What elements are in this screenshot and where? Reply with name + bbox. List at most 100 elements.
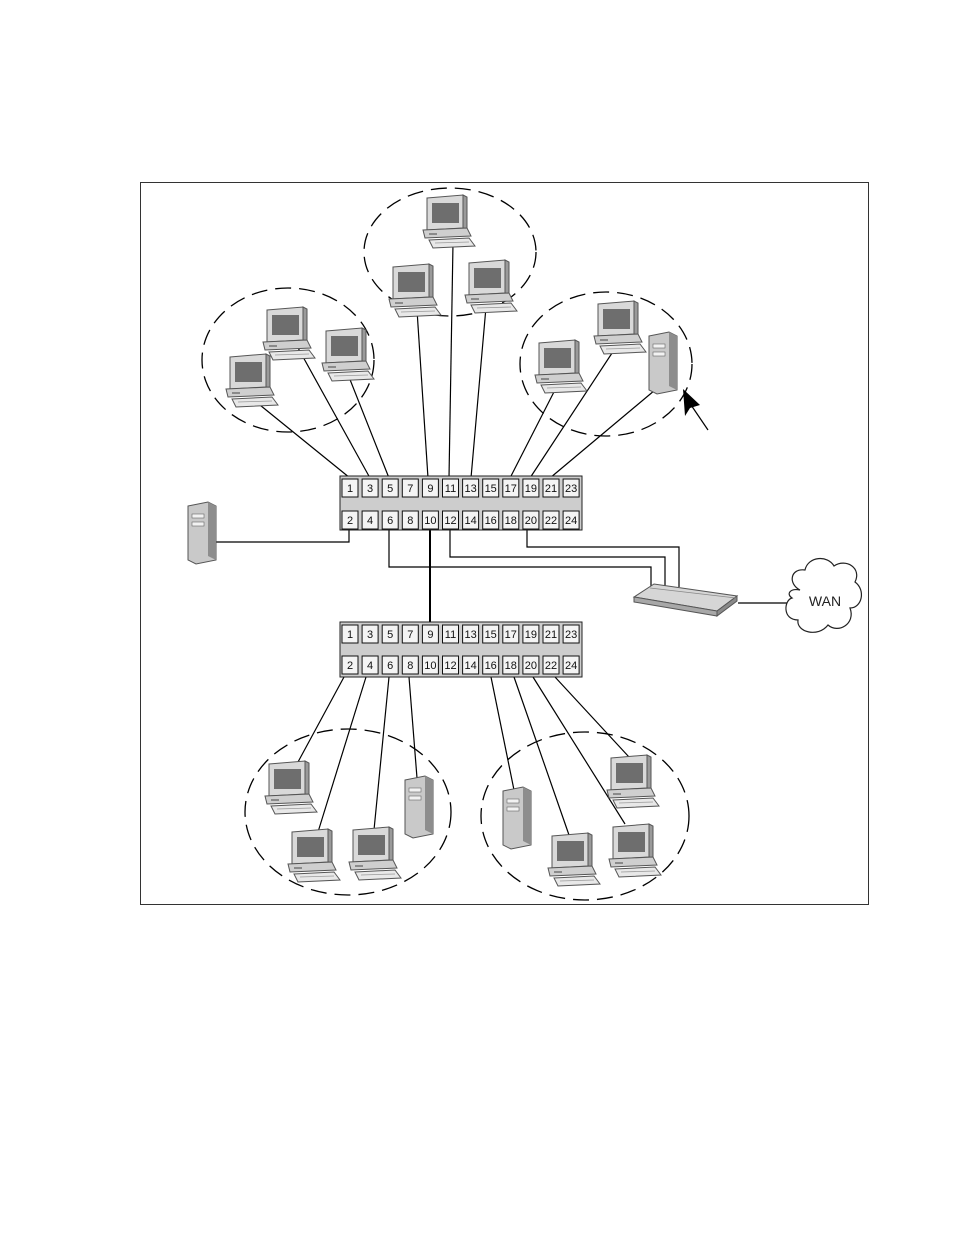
computer-icon [225, 353, 279, 408]
switch-port [502, 478, 520, 498]
computer-icon [262, 306, 316, 361]
server-icon [502, 786, 532, 850]
diagram-frame [140, 182, 869, 905]
switch-port-label: 17 [505, 483, 517, 495]
switch-port-label: 8 [407, 660, 413, 672]
switch-port-label: 11 [445, 629, 456, 641]
switch-port-label: 16 [485, 660, 497, 672]
switch-port [401, 510, 419, 530]
switch-port-label: 10 [424, 515, 436, 527]
switch-port [381, 510, 399, 530]
switch-port [401, 655, 419, 675]
switch-port [421, 510, 439, 530]
switch-port [522, 624, 540, 644]
computer-icon [606, 754, 660, 809]
switch-bottom-chassis [339, 621, 583, 678]
switch-port [522, 510, 540, 530]
switch-port-label: 5 [387, 483, 393, 495]
switch-port-label: 1 [347, 483, 353, 495]
switch-port [462, 655, 480, 675]
computer-icon [534, 339, 588, 394]
switch-port [502, 510, 520, 530]
switch-port [381, 478, 399, 498]
switch-port-label: 2 [347, 660, 353, 672]
switch-port [542, 478, 560, 498]
switch-port-label: 15 [485, 483, 497, 495]
switch-port-label: 19 [525, 629, 537, 641]
switch-port [401, 478, 419, 498]
switch-port [421, 478, 439, 498]
switch-port-label: 23 [565, 629, 577, 641]
switch-port-label: 12 [444, 515, 456, 527]
switch-port-label: 18 [505, 660, 517, 672]
switch-port-label: 10 [424, 660, 436, 672]
switch-port-label: 22 [545, 660, 557, 672]
switch-port [462, 624, 480, 644]
switch-port [562, 510, 580, 530]
switch-port [401, 624, 419, 644]
wan-cloud-icon: WAN [785, 558, 863, 633]
switch-port [542, 624, 560, 644]
server-icon [404, 775, 434, 839]
switch-port [361, 478, 379, 498]
switch-port-label: 5 [387, 629, 393, 641]
switch-port [482, 624, 500, 644]
cluster-boundary-left [201, 287, 375, 433]
switch-port-label: 3 [367, 483, 373, 495]
switch-port [542, 510, 560, 530]
switch-port [522, 478, 540, 498]
switch-port [341, 510, 359, 530]
switch-port-label: 4 [367, 660, 373, 672]
switch-port [542, 655, 560, 675]
switch-port-label: 9 [427, 629, 433, 641]
switch-port-label: 7 [407, 483, 413, 495]
switch-port [482, 655, 500, 675]
switch-port [562, 624, 580, 644]
switch-port [361, 510, 379, 530]
switch-port [341, 624, 359, 644]
switch-port [462, 510, 480, 530]
switch-port-label: 20 [525, 515, 537, 527]
switch-port-label: 1 [347, 629, 353, 641]
switch-port-label: 8 [407, 515, 413, 527]
switch-port-label: 17 [505, 629, 517, 641]
computer-icon [348, 826, 402, 881]
switch-port-label: 4 [367, 515, 373, 527]
switch-port [462, 478, 480, 498]
arrow-pointer-icon [683, 389, 700, 416]
computer-icon [547, 832, 601, 887]
switch-port-label: 3 [367, 629, 373, 641]
computer-icon [388, 263, 442, 318]
computer-icon [422, 194, 476, 249]
computer-icon [287, 828, 341, 883]
switch-port [341, 478, 359, 498]
switch-port-label: 21 [545, 629, 557, 641]
switch-port-label: 7 [407, 629, 413, 641]
switch-port-label: 18 [505, 515, 517, 527]
switch-port-label: 20 [525, 660, 537, 672]
computer-icon [464, 259, 518, 314]
switch-port [381, 655, 399, 675]
server-icon [648, 331, 678, 395]
cluster-boundary-bottom-left [244, 728, 452, 896]
switch-port-label: 6 [387, 515, 393, 527]
switch-top-chassis [339, 475, 583, 531]
computer-icon [321, 327, 375, 382]
servers [187, 331, 678, 850]
switch-port [381, 624, 399, 644]
switch-port [361, 624, 379, 644]
switch-port-label: 24 [565, 515, 577, 527]
switch-port-label: 9 [427, 483, 433, 495]
switch-port-label: 13 [464, 629, 476, 641]
switch-port-label: 21 [545, 483, 557, 495]
switch-port [442, 624, 459, 644]
switch-port [562, 655, 580, 675]
computer-icon [593, 300, 647, 355]
cluster-boundary-right [519, 291, 693, 437]
switch-port [502, 624, 520, 644]
switch-port-label: 15 [485, 629, 497, 641]
server-icon [187, 501, 217, 565]
switch-port-label: 6 [387, 660, 393, 672]
router-icon [632, 583, 739, 617]
